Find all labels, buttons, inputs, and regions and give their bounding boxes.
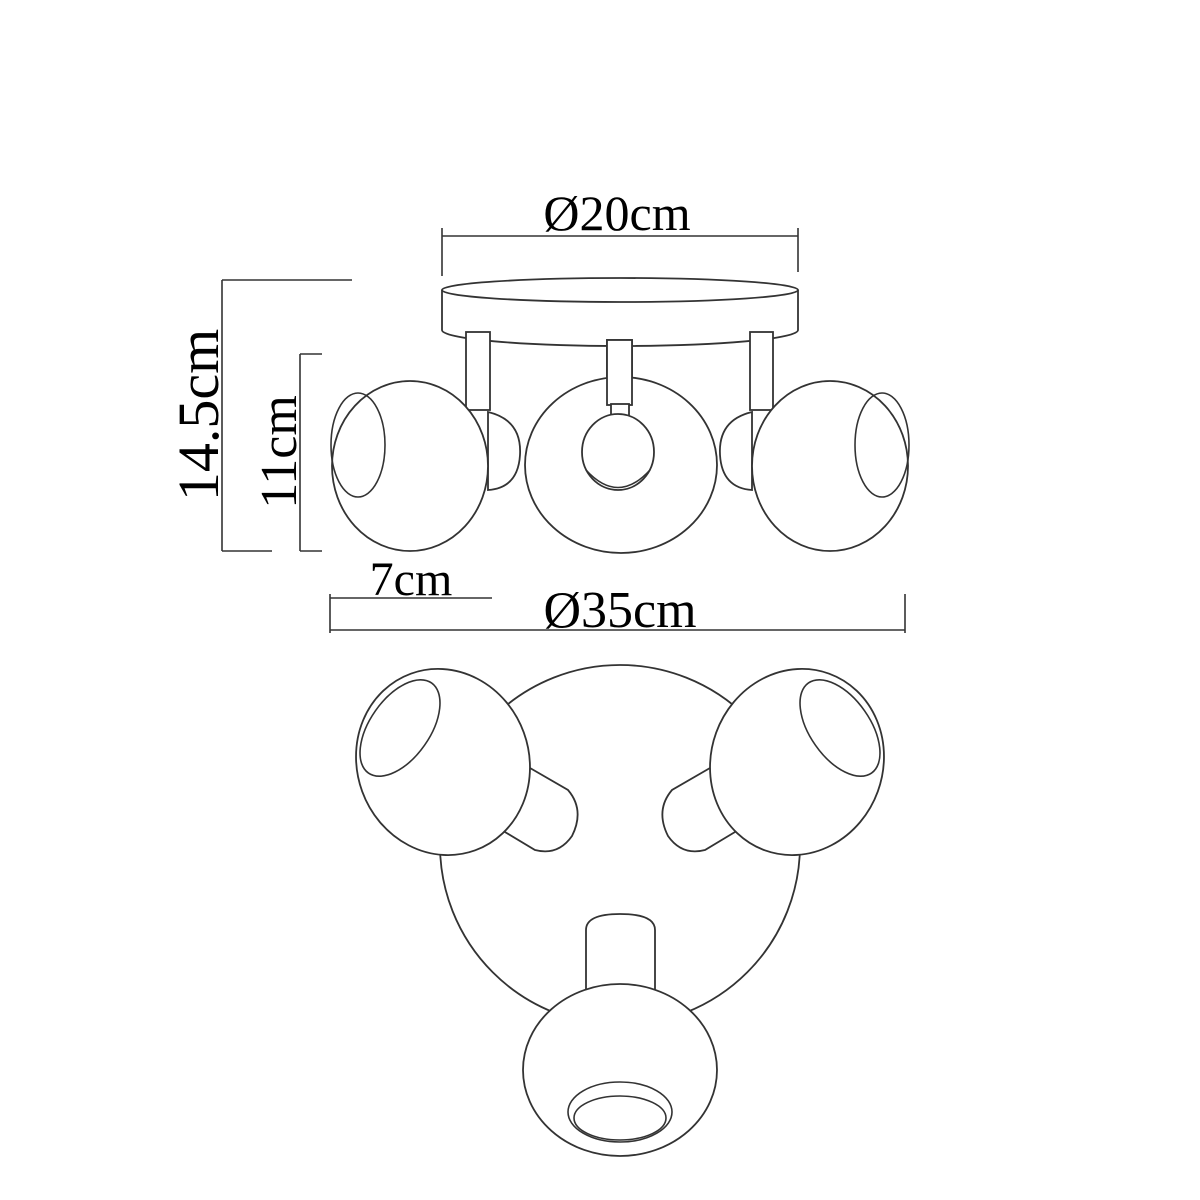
globe-depth-label: 7cm xyxy=(370,553,453,606)
top-left-arm xyxy=(493,766,579,853)
total-diameter-label: Ø35cm xyxy=(543,582,696,639)
top-right-globe xyxy=(709,668,885,856)
canopy-diameter-label: Ø20cm xyxy=(543,185,690,241)
right-stem xyxy=(749,331,774,411)
top-right-arm xyxy=(661,766,747,853)
bottom-globe xyxy=(522,983,718,1157)
top-view xyxy=(355,664,885,1157)
left-globe xyxy=(330,380,521,552)
bulb xyxy=(581,413,655,491)
right-globe xyxy=(719,380,910,552)
left-stem xyxy=(465,331,491,411)
canopy xyxy=(441,277,799,347)
center-globe xyxy=(524,339,718,554)
dimension-lines xyxy=(221,228,906,633)
bottom-arm xyxy=(585,913,656,991)
total-height-label: 14.5cm xyxy=(166,329,231,501)
side-view xyxy=(330,277,910,554)
globe-height-label: 11cm xyxy=(251,395,308,509)
top-left-globe xyxy=(355,668,531,856)
